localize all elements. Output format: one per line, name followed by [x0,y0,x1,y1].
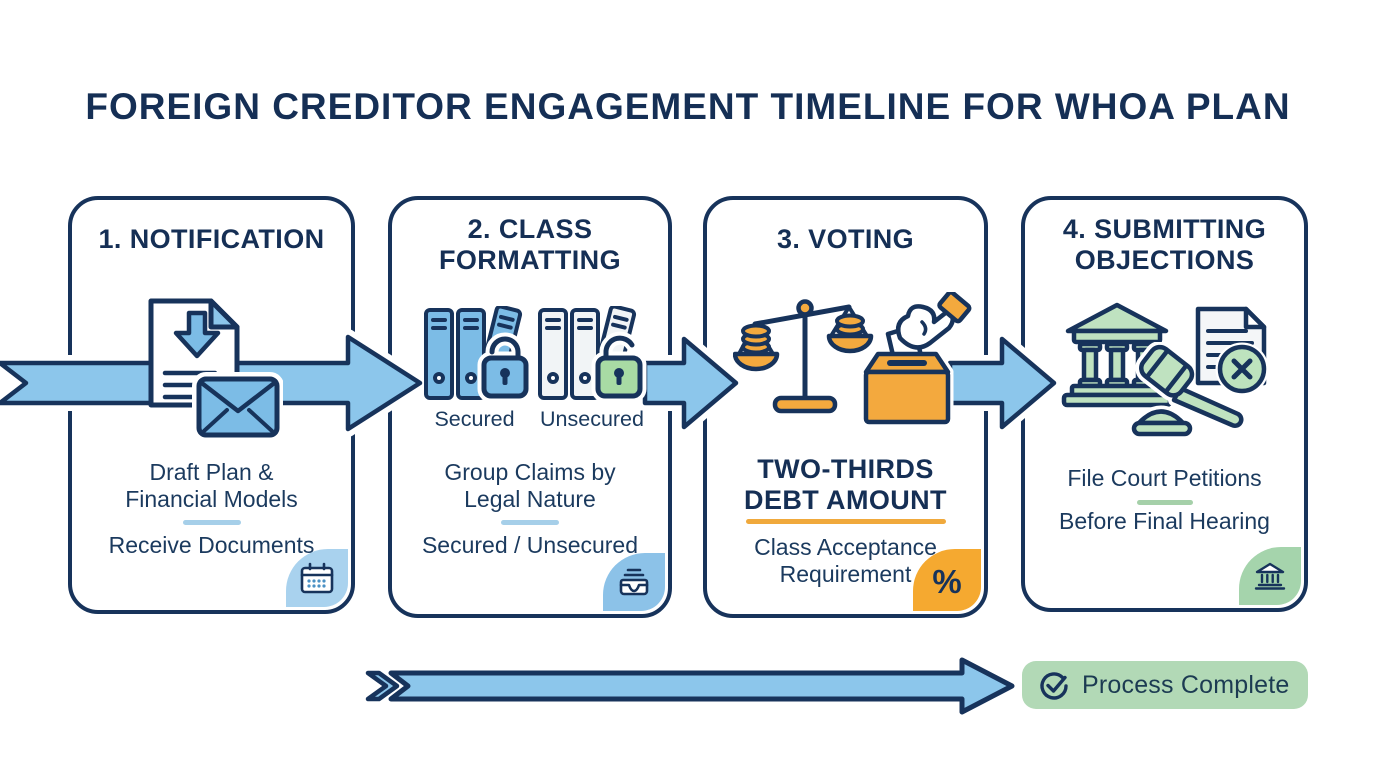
stage-3-emphasis-text: TWO-THIRDS DEBT AMOUNT [707,454,984,516]
balance-scale-icon [733,299,874,414]
stage-4-heading-line: 4. SUBMITTING [1062,214,1267,244]
bank-icon [1254,562,1286,590]
stage-4-bottom-text: Before Final Hearing [1025,508,1304,535]
document-download-icon [148,298,283,441]
stage-card-class-formatting: 2. CLASS FORMATTING Secured Unsecured Gr… [388,196,672,618]
stage-3-bottom-text: Class Acceptance Requirement [707,534,984,588]
stage-4-text-line: File Court Petitions [1067,465,1262,491]
process-complete-label: Process Complete [1082,670,1290,699]
stage-2-text-line: Group Claims by [444,459,616,485]
stage-4-heading-line: OBJECTIONS [1074,245,1255,275]
stage-3-text-line: Class Acceptance [754,534,937,560]
stage-3-text-line: Requirement [779,561,912,587]
stage-1-top-text: Draft Plan & Financial Models [72,459,351,513]
gavel-icon [1128,342,1248,440]
stage-4-top-text: File Court Petitions [1025,465,1304,492]
process-complete-badge: Process Complete [1022,661,1308,709]
stage-1-heading-line: 1. NOTIFICATION [98,224,325,254]
divider [501,520,559,525]
binders-unlocked-icon [538,306,647,403]
check-circle-icon [1040,672,1068,700]
stage-2-heading: 2. CLASS FORMATTING [392,214,668,276]
stage-3-heading: 3. VOTING [707,224,984,255]
unsecured-label: Unsecured [540,407,644,431]
inbox-tray-icon [619,568,649,596]
secured-label: Secured [434,407,515,431]
stage-1-text-line: Receive Documents [108,532,315,558]
stage-1-bottom-text: Receive Documents [72,532,351,559]
calendar-icon [300,562,334,594]
corner-badge [603,553,665,611]
stage-4-text-line: Before Final Hearing [1059,508,1270,534]
divider [182,520,241,525]
divider [1136,500,1193,505]
stage-1-heading: 1. NOTIFICATION [72,224,351,255]
percent-icon: % [932,563,962,600]
page-title: FOREIGN CREDITOR ENGAGEMENT TIMELINE FOR… [85,86,1291,127]
ballot-box-icon [860,292,972,428]
stage-2-bottom-text: Secured / Unsecured [392,532,668,559]
stage-1-text-line: Draft Plan & [149,459,274,485]
stage-2-text-line: Legal Nature [464,486,596,512]
stage-3-emphasis-line: TWO-THIRDS [757,454,934,484]
stage-3-emphasis-line: DEBT AMOUNT [744,485,947,515]
corner-badge [1239,547,1301,605]
binders-locked-icon [424,306,533,403]
stage-card-voting: 3. VOTING TWO-THIRDS DEBT AMOUNT Class A… [703,196,988,618]
divider [745,519,946,524]
stage-2-text-line: Secured / Unsecured [421,532,639,558]
stage-4-heading: 4. SUBMITTING OBJECTIONS [1025,214,1304,276]
stage-3-heading-line: 3. VOTING [776,224,915,254]
stage-1-text-line: Financial Models [125,486,298,512]
stage-2-heading-line: 2. CLASS [467,214,593,244]
stage-2-heading-line: FORMATTING [439,245,621,275]
rejected-document-icon [1195,306,1269,396]
stage-2-top-text: Group Claims by Legal Nature [392,459,668,513]
